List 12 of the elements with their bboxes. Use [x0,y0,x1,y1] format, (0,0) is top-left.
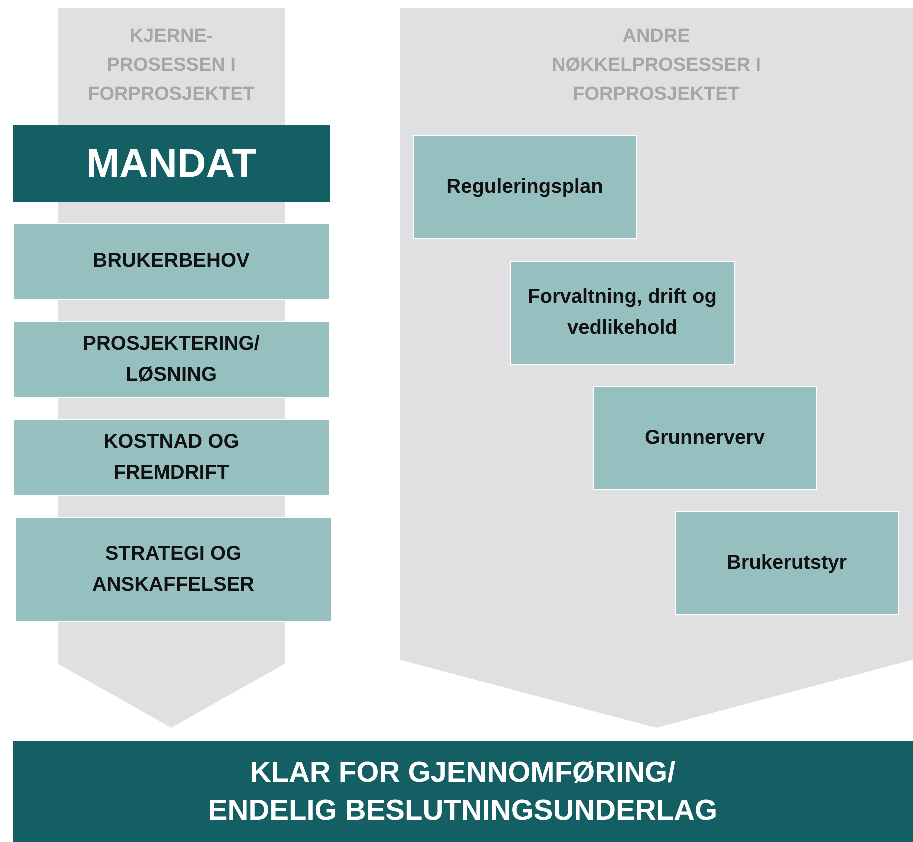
process-box: Brukerutstyr [675,511,899,615]
column-heading: KJERNE- PROSESSEN I FORPROSJEKTET [87,25,256,107]
process-box: BRUKERBEHOV [13,223,330,300]
process-box: Forvaltning, drift og vedlikehold [510,261,735,365]
process-box: Reguleringsplan [413,135,637,239]
process-box: KOSTNAD OG FREMDRIFT [13,419,330,496]
highlight-box: KLAR FOR GJENNOMFØRING/ ENDELIG BESLUTNINGSUNDERLAG [13,741,913,842]
process-box: PROSJEKTERING/ LØSNING [13,321,330,398]
column-heading: ANDRE NØKKELPROSESSER I FORPROSJEKTET [550,25,762,107]
process-box: Grunnerverv [593,386,817,490]
highlight-box: MANDAT [13,125,330,202]
process-box: STRATEGI OG ANSKAFFELSER [15,517,332,622]
